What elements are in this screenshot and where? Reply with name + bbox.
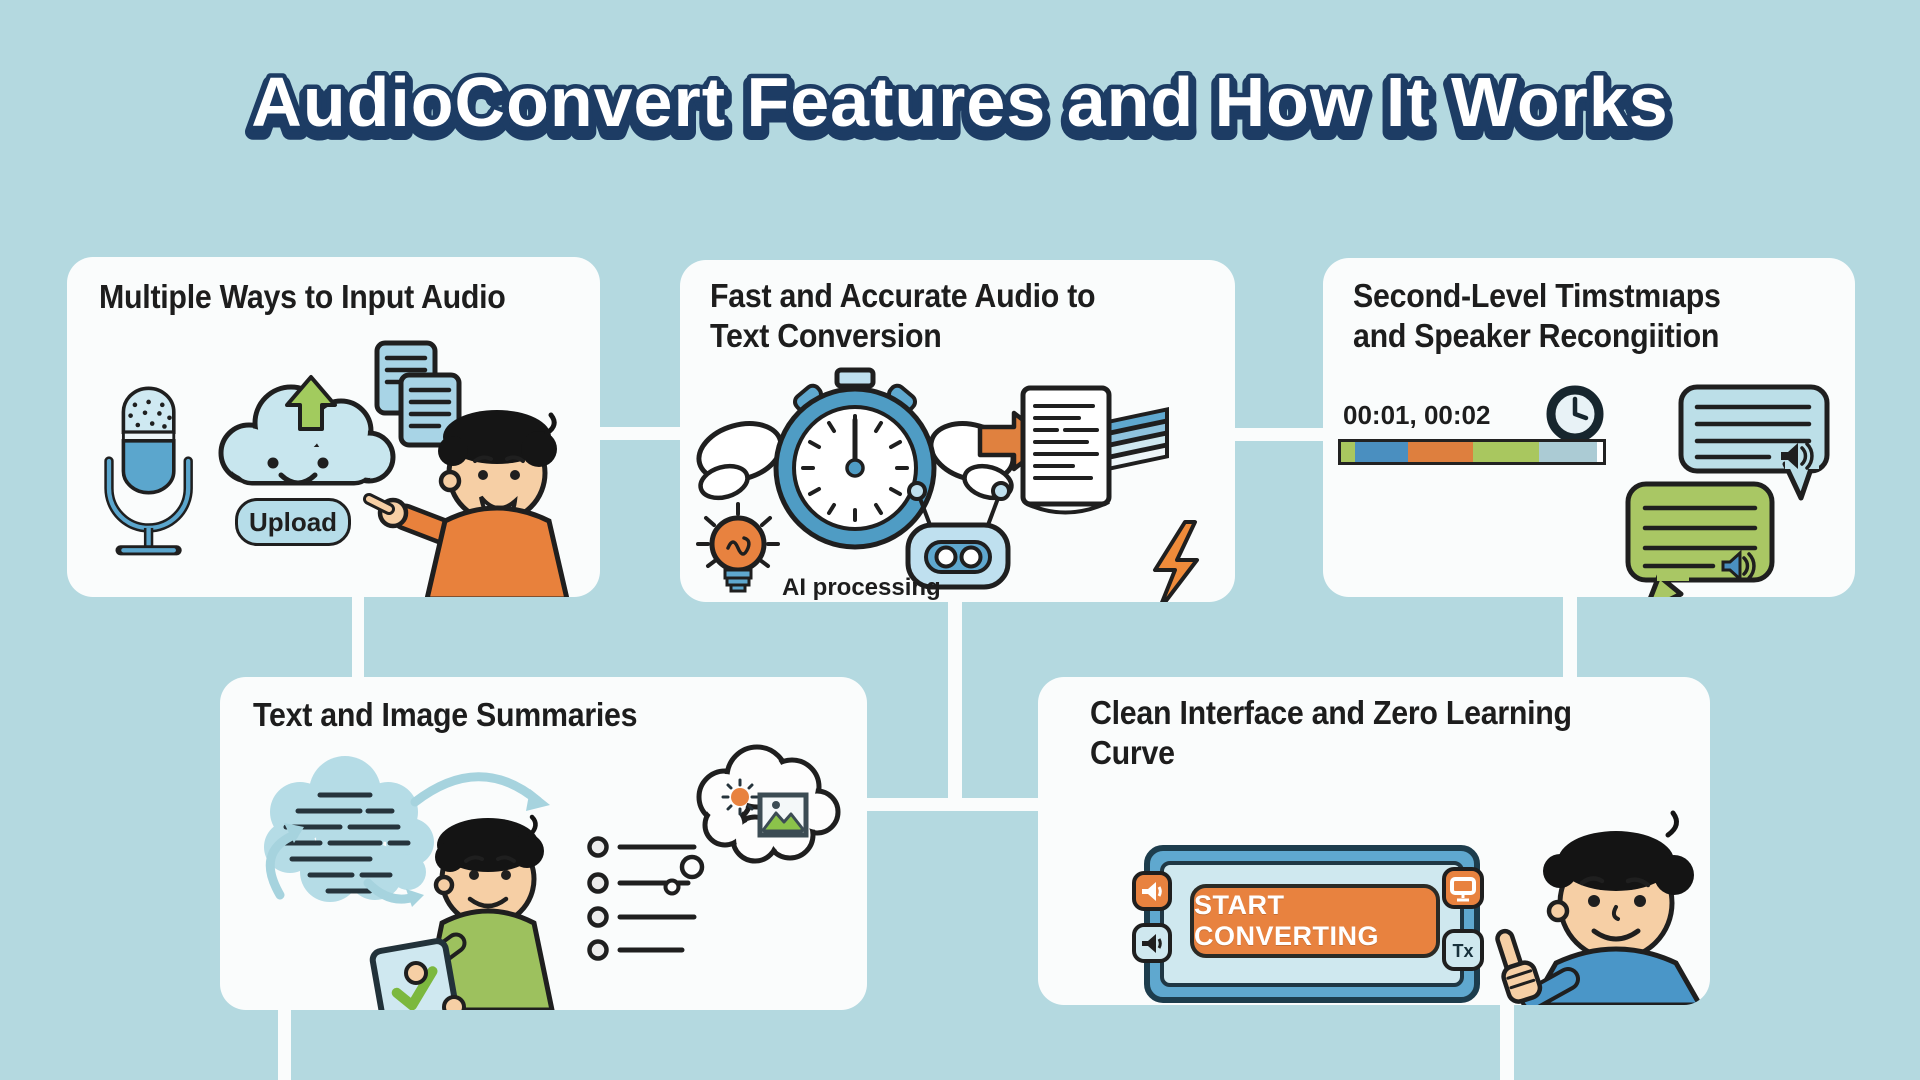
card-interface: Clean Interface and Zero Learning Curve …	[1038, 677, 1710, 1005]
bullet-list	[587, 836, 697, 961]
curved-arrow-icons	[265, 772, 550, 907]
speech-bubble-green-icon	[1625, 481, 1775, 597]
person-with-tablet	[369, 814, 555, 1010]
timeline-segment	[1473, 442, 1539, 462]
start-converting-button[interactable]: START CONVERTING	[1190, 884, 1440, 958]
speaker-icon	[1142, 882, 1162, 901]
connector-card1-card2	[598, 427, 682, 440]
transcript-icon	[1020, 385, 1169, 515]
connector-card2-down	[948, 598, 962, 806]
connector-card3-card5	[1563, 592, 1577, 682]
timeline-segment	[1408, 442, 1473, 462]
card-conversion: Fast and Accurate Audio to Text Conversi…	[680, 260, 1235, 602]
timeline-bar	[1338, 439, 1606, 465]
tx-badge: Tx	[1442, 929, 1484, 971]
timestamps-label: 00:01, 00:02	[1343, 400, 1491, 430]
lightbulb-icon	[696, 502, 780, 593]
card-title: Text and Image Summaries	[253, 696, 638, 733]
connector-card2-card3	[1233, 428, 1325, 441]
svg-text:AudioConvert Features and How: AudioConvert Features and How It Works	[251, 69, 1668, 147]
thumbs-up-person	[1495, 810, 1703, 1005]
image-icon	[757, 792, 809, 838]
card-summaries: Text and Image Summaries	[220, 677, 867, 1010]
winged-stopwatch-icon	[696, 367, 1016, 550]
timestamps-illustration	[1546, 384, 1830, 597]
speech-bubble-blue-icon	[1678, 384, 1830, 501]
connector-card4-bottom	[278, 1005, 291, 1080]
lightning-icon	[1153, 520, 1199, 602]
connector-card1-card4	[352, 590, 364, 682]
summaries-illustration	[264, 744, 841, 1010]
ai-processing-caption: AI processing	[782, 574, 941, 601]
speaker-badge-orange	[1132, 871, 1172, 911]
speaker-icon	[1781, 442, 1814, 470]
timeline-segment	[1355, 442, 1408, 462]
speaker-badge-blue	[1132, 923, 1172, 963]
speaker-icon	[1721, 549, 1756, 583]
pointing-person	[363, 410, 570, 597]
timeline-segment	[1341, 442, 1355, 462]
card-title: Clean Interface and Zero Learning Curve	[1090, 694, 1572, 772]
conversion-illustration	[696, 367, 1199, 602]
robot-icon	[905, 481, 1011, 590]
upload-button[interactable]: Upload	[235, 498, 351, 546]
connector-card4-card5	[865, 798, 1041, 811]
card-timestamps: Second-Level Timstmıaps and Speaker Reco…	[1323, 258, 1855, 597]
thought-bubble-image-icon	[663, 744, 841, 896]
microphone-icon	[104, 386, 193, 556]
card-title: Second-Level Timstmıaps and Speaker Reco…	[1353, 277, 1721, 355]
monitor-badge	[1442, 867, 1484, 909]
card-input-audio: Multiple Ways to Input Audio Upload	[67, 257, 600, 597]
card-title: Fast and Accurate Audio to Text Conversi…	[710, 277, 1096, 355]
upload-arrow-icon	[285, 375, 337, 431]
documents-icon	[374, 340, 462, 448]
svg-text:AudioConvert Features and How: AudioConvert Features and How It Works	[251, 63, 1668, 141]
speaker-icon	[1142, 934, 1162, 953]
clock-icon	[1546, 385, 1604, 443]
card-title: Multiple Ways to Input Audio	[99, 278, 506, 315]
monitor-icon	[1450, 877, 1476, 895]
thumbs-up-icon	[1495, 928, 1543, 1004]
sun-icon	[721, 778, 759, 816]
timeline-segment	[1539, 442, 1597, 462]
svg-text:Tx: Tx	[1452, 941, 1473, 961]
text-cloud-icon	[264, 756, 434, 902]
page-title: AudioConvert Features and How It Works A…	[243, 59, 1675, 156]
input-audio-illustration	[104, 340, 570, 597]
connector-card5-bottom	[1500, 1000, 1514, 1080]
upload-cloud-icon	[218, 375, 396, 486]
